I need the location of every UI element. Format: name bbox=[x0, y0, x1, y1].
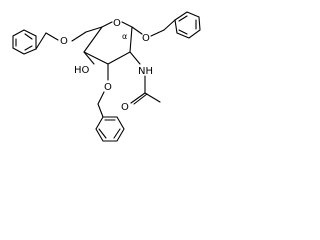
c6-benzyloxy bbox=[12, 26, 103, 55]
structure-diagram: O O O HO NH O O α bbox=[0, 0, 207, 162]
anomeric-benzyloxy bbox=[131, 11, 201, 39]
hydroxyl-label: HO bbox=[74, 65, 90, 76]
molecule-drawing: O O O HO NH O O α bbox=[12, 11, 201, 142]
c3-benzyloxy bbox=[95, 63, 125, 142]
anomeric-oxygen-label: O bbox=[142, 33, 150, 44]
alpha-label: α bbox=[122, 32, 127, 41]
c6-oxygen-label: O bbox=[60, 36, 68, 47]
c3-oxygen-label: O bbox=[104, 82, 112, 93]
c4-hydroxyl bbox=[83, 51, 95, 65]
carbonyl-oxygen-label: O bbox=[121, 102, 129, 113]
ring-oxygen-label: O bbox=[113, 18, 121, 29]
nh-label: NH bbox=[138, 66, 153, 77]
acetamido-group bbox=[129, 51, 161, 105]
pyranose-ring bbox=[83, 21, 133, 65]
